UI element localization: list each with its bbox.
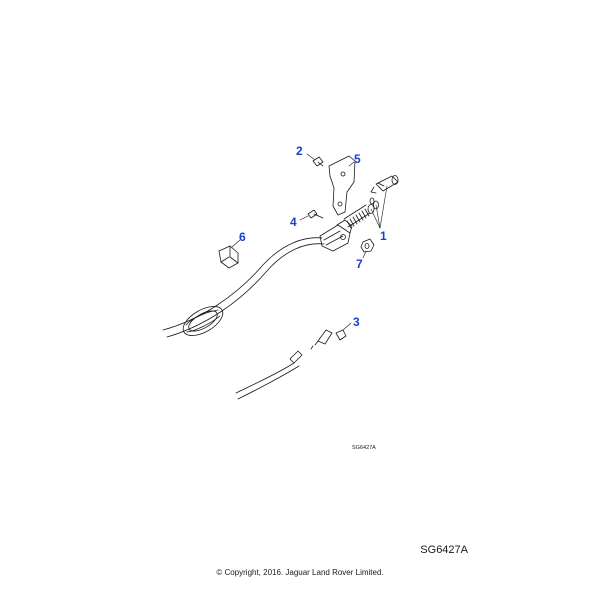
nut-7 xyxy=(360,238,375,253)
leader-1a xyxy=(370,208,381,229)
callout-7: 7 xyxy=(356,257,363,271)
callout-4: 4 xyxy=(290,215,297,229)
drawing-reference-corner: SG6427A xyxy=(420,544,468,556)
leader-1c xyxy=(379,185,388,229)
bracket-plate xyxy=(328,155,356,216)
bolt-2 xyxy=(312,156,324,167)
callout-5: 5 xyxy=(354,152,361,166)
callout-labels: 1 2 3 4 5 6 7 xyxy=(239,144,387,329)
leader-5 xyxy=(348,161,355,167)
screw-4 xyxy=(307,209,324,219)
lower-cable-assembly xyxy=(235,329,347,400)
leader-1b xyxy=(375,204,381,229)
leader-4 xyxy=(299,215,309,221)
copyright-notice: © Copyright, 2016. Jaguar Land Rover Lim… xyxy=(216,568,384,577)
threaded-rod xyxy=(343,204,371,229)
leader-3 xyxy=(342,322,352,331)
clip-6 xyxy=(218,245,239,269)
leader-7 xyxy=(362,250,367,259)
washers-nuts xyxy=(367,197,379,214)
callout-3: 3 xyxy=(353,315,360,329)
cable-adjuster xyxy=(319,219,353,252)
drawing-reference-small: SG6427A xyxy=(352,445,376,451)
callout-2: 2 xyxy=(296,144,303,158)
leader-lines xyxy=(231,153,388,331)
main-cable xyxy=(162,237,325,338)
cable-grommet xyxy=(182,306,224,336)
leader-6 xyxy=(231,239,241,248)
leader-2 xyxy=(306,153,316,161)
callout-1: 1 xyxy=(380,229,387,243)
callout-6: 6 xyxy=(239,230,246,244)
clevis-fitting xyxy=(370,175,399,194)
